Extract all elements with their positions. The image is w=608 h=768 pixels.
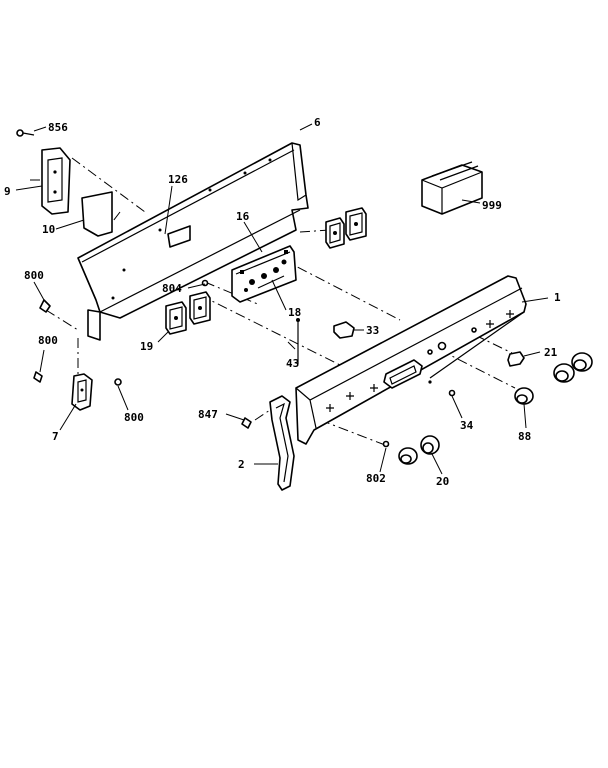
part-2-end-bracket — [269, 395, 295, 491]
part-20-knobs — [398, 435, 440, 465]
callout-126: 126 — [168, 173, 188, 186]
screw-847 — [241, 417, 252, 429]
part-6-backguard — [77, 142, 309, 341]
part-33-clip — [333, 321, 355, 339]
part-999-box — [421, 161, 483, 215]
callout-802: 802 — [366, 472, 386, 485]
switch-blocks-upper — [325, 207, 367, 249]
screw-800-upper — [39, 299, 51, 313]
part-16-switch-board — [231, 245, 297, 303]
callout-7: 7 — [52, 430, 59, 443]
part-7-bracket — [71, 373, 93, 411]
callout-19: 19 — [140, 340, 153, 353]
callout-20: 20 — [436, 475, 449, 488]
callout-856: 856 — [48, 121, 68, 134]
callout-labels: 856 6 9 126 10 16 999 800 804 1 18 19 33… — [4, 116, 561, 488]
callout-16: 16 — [236, 210, 250, 223]
callout-43: 43 — [286, 357, 299, 370]
callout-800-middle: 800 — [38, 334, 58, 347]
callout-804: 804 — [162, 282, 182, 295]
knobs-right — [553, 352, 593, 383]
part-1-control-panel — [295, 275, 527, 445]
leader-lines — [15, 123, 549, 475]
callout-6: 6 — [314, 116, 321, 129]
callout-1: 1 — [554, 291, 561, 304]
part-9-side-bracket — [41, 147, 71, 215]
callout-2: 2 — [238, 458, 245, 471]
screw-34 — [448, 389, 456, 397]
screw-800-middle — [33, 371, 43, 383]
callout-10: 10 — [42, 223, 55, 236]
callout-800-lower: 800 — [124, 411, 144, 424]
callout-88: 88 — [518, 430, 531, 443]
callout-999: 999 — [482, 199, 502, 212]
screw-800-lower — [114, 378, 122, 386]
callout-33: 33 — [366, 324, 379, 337]
part-88-knob — [514, 387, 534, 405]
callout-21: 21 — [544, 346, 558, 359]
callout-18: 18 — [288, 306, 301, 319]
screw-856 — [16, 129, 35, 137]
callout-847: 847 — [198, 408, 218, 421]
callout-800-upper: 800 — [24, 269, 44, 282]
callout-34: 34 — [460, 419, 474, 432]
part-19-switch-blocks — [165, 291, 211, 335]
callout-9: 9 — [4, 185, 11, 198]
screw-802 — [382, 440, 390, 448]
part-21-nut — [507, 351, 525, 367]
